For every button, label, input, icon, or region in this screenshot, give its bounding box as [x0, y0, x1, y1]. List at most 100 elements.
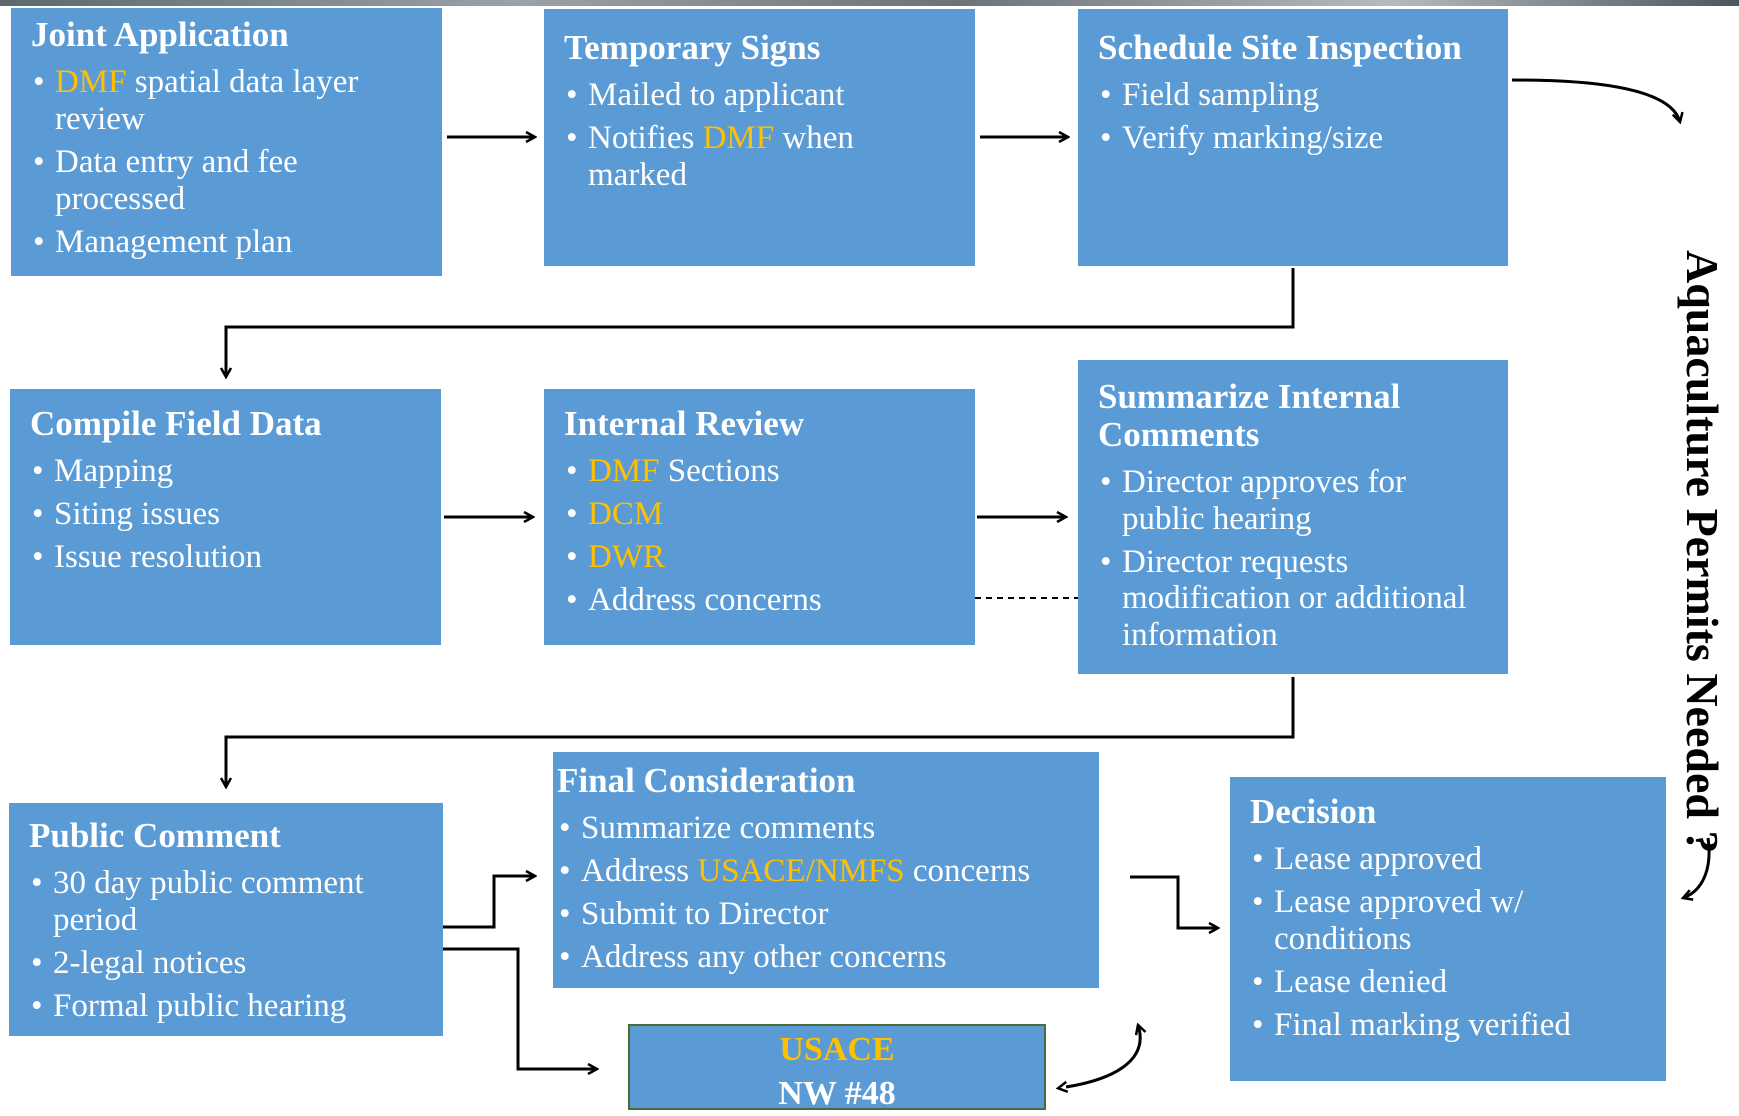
agency-highlight: DMF [588, 452, 660, 489]
aquaculture-permits-needed-label: Aquaculture Permits Needed ? [1677, 250, 1728, 854]
bullet-list: Mailed to applicantNotifies DMF when mar… [564, 77, 953, 194]
box-title: Joint Application [31, 15, 289, 54]
bullet-text: spatial data layer review [55, 63, 359, 137]
bullet-text: Formal public hearing [53, 987, 347, 1024]
bullet-text: 30 day public comment period [53, 864, 364, 938]
bullet-text: Final marking verified [1274, 1006, 1571, 1043]
arrow-final-to-decision [1130, 875, 1218, 928]
bullet-text: Lease approved [1274, 840, 1482, 877]
bullet-list: DMF spatial data layer reviewData entry … [31, 64, 420, 261]
bullet-item: Formal public hearing [29, 988, 421, 1025]
bullet-item: Final marking verified [1250, 1007, 1644, 1044]
bullet-text: Summarize comments [581, 809, 876, 846]
bullet-text: Notifies [588, 119, 703, 156]
bullet-text: Director approves for public hearing [1122, 463, 1407, 537]
bullet-text: Director requests modification or additi… [1122, 543, 1467, 654]
bullet-text: Management plan [55, 223, 293, 260]
box-title: Final Consideration [557, 761, 856, 800]
bullet-item: Siting issues [30, 496, 419, 533]
bullet-text: concerns [904, 852, 1031, 889]
bullet-text: Data entry and fee processed [55, 143, 298, 217]
bullet-item: Lease approved [1250, 841, 1644, 878]
bullet-item: Summarize comments [557, 810, 1077, 847]
agency-highlight: DMF [55, 63, 127, 100]
bullet-text: Lease denied [1274, 963, 1448, 1000]
usace-nw48-box: USACE NW #48 [628, 1024, 1046, 1112]
bullet-item: 30 day public comment period [29, 865, 421, 939]
arrow-inspection-to-compile [226, 268, 1295, 377]
bullet-text: Sections [659, 452, 780, 489]
final-consideration-box: Final ConsiderationSummarize commentsAdd… [553, 752, 1099, 988]
bullet-text: Verify marking/size [1122, 119, 1384, 156]
joint-application-box: Joint ApplicationDMF spatial data layer … [11, 8, 442, 276]
agency-highlight: DWR [588, 538, 665, 575]
bullet-item: Director approves for public hearing [1098, 464, 1486, 538]
bullet-list: Director approves for public hearingDire… [1098, 464, 1486, 655]
arrow-inspection-to-question [1511, 78, 1680, 122]
nw48-label: NW #48 [778, 1075, 896, 1112]
bullet-item: Mapping [30, 453, 419, 490]
bullet-list: DMF SectionsDCM DWR Address concerns [564, 453, 953, 619]
bullet-text: Siting issues [54, 495, 220, 532]
bullet-text: Field sampling [1122, 76, 1320, 113]
bullet-item: Mailed to applicant [564, 77, 953, 114]
summarize-internal-comments-box: Summarize Internal CommentsDirector appr… [1078, 360, 1508, 674]
bullet-item: Director requests modification or additi… [1098, 544, 1486, 655]
bullet-item: DCM [564, 496, 953, 533]
arrow-summarize-to-public [226, 677, 1295, 787]
box-title: Public Comment [29, 816, 281, 855]
box-title: Summarize Internal Comments [1098, 377, 1401, 454]
bullet-item: Address concerns [564, 582, 953, 619]
arrow-public-to-final [443, 876, 535, 929]
agency-highlight: DCM [588, 495, 664, 532]
bullet-item: Lease denied [1250, 964, 1644, 1001]
bullet-list: Lease approvedLease approved w/ conditio… [1250, 841, 1644, 1044]
arrow-question-to-decision [1683, 837, 1711, 898]
bullet-list: Field samplingVerify marking/size [1098, 77, 1486, 157]
arrow-public-to-usace [443, 947, 597, 1069]
box-title: Decision [1250, 792, 1377, 831]
bullet-text: Mapping [54, 452, 174, 489]
top-photo-strip [0, 0, 1739, 6]
bullet-item: DMF Sections [564, 453, 953, 490]
bullet-item: Data entry and fee processed [31, 144, 420, 218]
box-title: Temporary Signs [564, 28, 821, 67]
public-comment-box: Public Comment 30 day public comment peri… [9, 803, 443, 1036]
bullet-text: Issue resolution [54, 538, 263, 575]
bullet-text: Mailed to applicant [588, 76, 845, 113]
bullet-item: Management plan [31, 224, 420, 261]
bullet-text: Address any other concerns [581, 938, 947, 975]
bullet-item: Address any other concerns [557, 939, 1077, 976]
bullet-text: Address [581, 852, 698, 889]
bullet-item: Submit to Director [557, 896, 1077, 933]
bullet-item: 2-legal notices [29, 945, 421, 982]
bullet-item: DWR [564, 539, 953, 576]
schedule-site-inspection-box: Schedule Site InspectionField samplingVe… [1078, 9, 1508, 266]
arrow-usace-decision-link [1066, 1025, 1140, 1087]
bullet-item: Address USACE/NMFS concerns [557, 853, 1077, 890]
temporary-signs-box: Temporary SignsMailed to applicantNotifi… [544, 9, 975, 266]
bullet-item: Lease approved w/ conditions [1250, 884, 1644, 958]
internal-review-box: Internal ReviewDMF SectionsDCM DWR Address… [544, 389, 975, 645]
bullet-text: Address concerns [588, 581, 822, 618]
bullet-item: Verify marking/size [1098, 120, 1486, 157]
box-title: Schedule Site Inspection [1098, 28, 1462, 67]
compile-field-data-box: Compile Field DataMappingSiting issuesIs… [10, 389, 441, 645]
bullet-item: DMF spatial data layer review [31, 64, 420, 138]
agency-highlight: USACE/NMFS [697, 852, 905, 889]
bullet-text: 2-legal notices [53, 944, 247, 981]
bullet-item: Field sampling [1098, 77, 1486, 114]
bullet-list: 30 day public comment period 2-legal noti… [29, 865, 421, 1025]
bullet-list: MappingSiting issuesIssue resolution [30, 453, 419, 576]
decision-box: DecisionLease approvedLease approved w/ … [1230, 777, 1666, 1081]
bullet-list: Summarize commentsAddress USACE/NMFS con… [557, 810, 1077, 976]
usace-label: USACE [779, 1031, 895, 1068]
bullet-text: when marked [588, 119, 854, 193]
bullet-item: Notifies DMF when marked [564, 120, 953, 194]
bullet-text: Lease approved w/ conditions [1274, 883, 1524, 957]
bullet-item: Issue resolution [30, 539, 419, 576]
box-title: Internal Review [564, 404, 805, 443]
agency-highlight: DMF [702, 119, 775, 156]
box-title: Compile Field Data [30, 404, 322, 443]
bullet-text: Submit to Director [581, 895, 829, 932]
